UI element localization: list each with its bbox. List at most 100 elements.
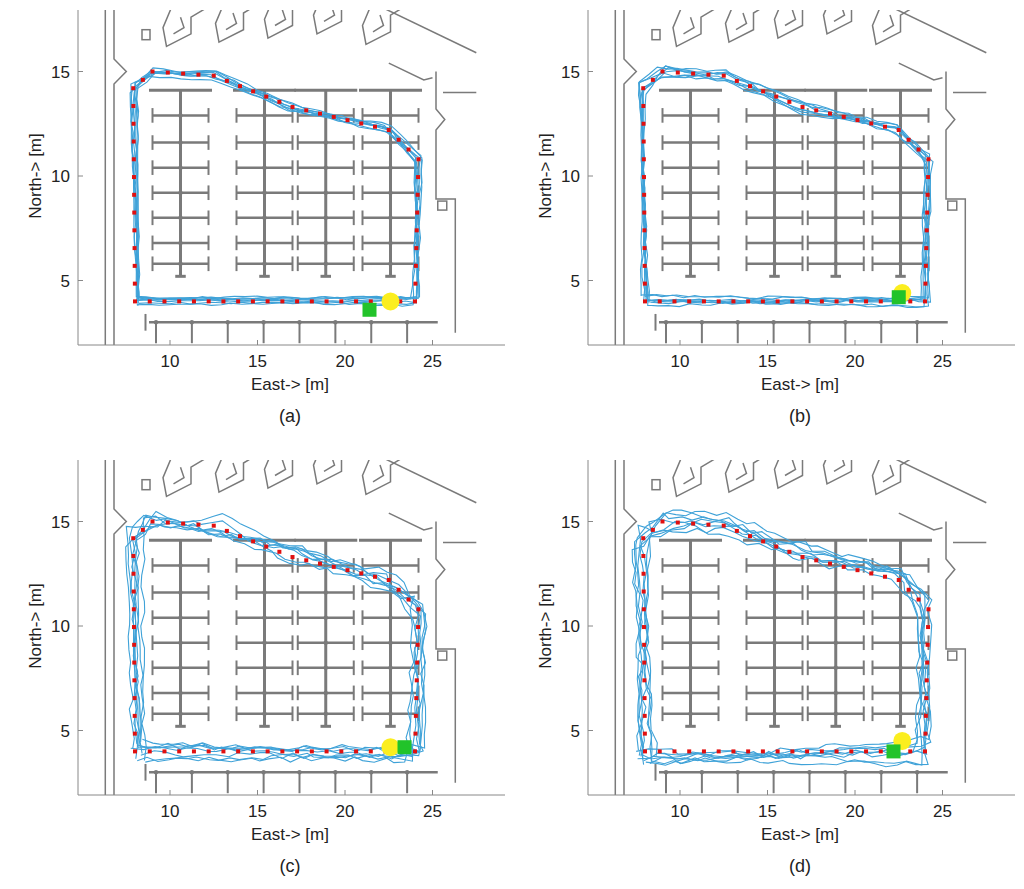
wall-line [746, 610, 748, 625]
wall-line [237, 591, 293, 594]
start-marker [363, 303, 377, 317]
reference-dot [359, 571, 363, 575]
wall-line [298, 667, 354, 670]
wall-outline [114, 460, 126, 795]
reference-dot [864, 749, 868, 753]
reference-dot [641, 554, 645, 558]
wall-line [873, 641, 929, 644]
reference-dot [641, 104, 645, 108]
reference-dot [295, 299, 299, 303]
panel-plot [105, 460, 476, 795]
reference-dot [661, 70, 665, 74]
wall-line [363, 713, 419, 716]
wall-line [208, 135, 210, 150]
wall-line [292, 135, 294, 150]
desk-joint [898, 241, 902, 245]
reference-dot [238, 84, 242, 88]
x-tick [432, 340, 433, 345]
reference-dot [359, 121, 363, 125]
reference-dot [225, 529, 229, 533]
desk-joint [834, 666, 838, 670]
reference-dot [221, 299, 225, 303]
reference-dot [787, 100, 791, 104]
wall-line [872, 210, 874, 225]
wall-line [145, 314, 147, 331]
reference-dot [131, 104, 135, 108]
wall-line [663, 114, 719, 117]
wall-line [809, 772, 811, 793]
reference-dot [676, 71, 680, 75]
reference-dot [177, 299, 181, 303]
wall-line [844, 772, 846, 793]
wall-line [385, 275, 396, 278]
desk-joint [388, 691, 392, 695]
reference-dot [414, 264, 418, 268]
desk-joint [388, 140, 392, 144]
desk-joint [262, 712, 266, 716]
wall-line [208, 558, 210, 573]
reference-dot [414, 696, 418, 700]
wall-line [863, 706, 865, 721]
wall-line [236, 236, 238, 251]
wall-line [298, 692, 354, 695]
wall-line [353, 635, 355, 650]
wall-line [298, 242, 354, 245]
reference-dot [925, 678, 929, 682]
wall-line [298, 591, 354, 594]
reference-dot [132, 678, 136, 682]
wall-line [872, 610, 874, 625]
wall-line [362, 635, 364, 650]
tick-label: 20 [336, 803, 355, 820]
reference-dot [132, 643, 136, 647]
desk-joint [324, 615, 328, 619]
desk-joint [262, 691, 266, 695]
reference-dot [691, 72, 695, 76]
wall-line [208, 635, 210, 650]
reference-dot [924, 714, 928, 718]
wall-line [321, 725, 332, 728]
desk-joint [807, 320, 811, 324]
reference-dot [642, 625, 646, 629]
wall-line [153, 166, 209, 169]
wall-line [873, 217, 929, 220]
tick-label: 10 [671, 353, 690, 370]
wall-line [236, 635, 238, 650]
wall-line [802, 660, 804, 675]
tick-label: 15 [51, 513, 70, 530]
desk-joint [226, 320, 230, 324]
reference-dot [221, 749, 225, 753]
wall-line [263, 772, 265, 793]
desk-joint [772, 615, 776, 619]
wall-outline [436, 522, 455, 783]
wall-line [863, 686, 865, 701]
trajectory [639, 66, 931, 304]
wall-line [718, 236, 720, 251]
tick-label: 15 [51, 63, 70, 80]
desk-joint [688, 165, 692, 169]
wall-line [659, 321, 948, 324]
reference-dot [672, 749, 676, 753]
wall-line [872, 585, 874, 600]
reference-dot [849, 299, 853, 303]
y-tick [78, 626, 83, 627]
desk-joint [178, 262, 182, 266]
reference-dot [132, 661, 136, 665]
wall-line [298, 166, 354, 169]
desk-joint [262, 666, 266, 670]
reference-dot [643, 246, 647, 250]
desk-joint [262, 241, 266, 245]
desk-joint [898, 712, 902, 716]
wall-line [237, 263, 293, 266]
reference-points [641, 70, 930, 304]
wall-line [297, 706, 299, 721]
reference-dot [907, 588, 911, 592]
wall-line [663, 263, 719, 266]
wall-line [362, 585, 364, 600]
wall-line [353, 585, 355, 600]
wall-outline [726, 460, 768, 492]
wall-line [298, 713, 354, 716]
wall-line [227, 772, 229, 793]
axis-title: East-> [m] [251, 376, 329, 393]
reference-dot [842, 565, 846, 569]
desk-joint [834, 241, 838, 245]
